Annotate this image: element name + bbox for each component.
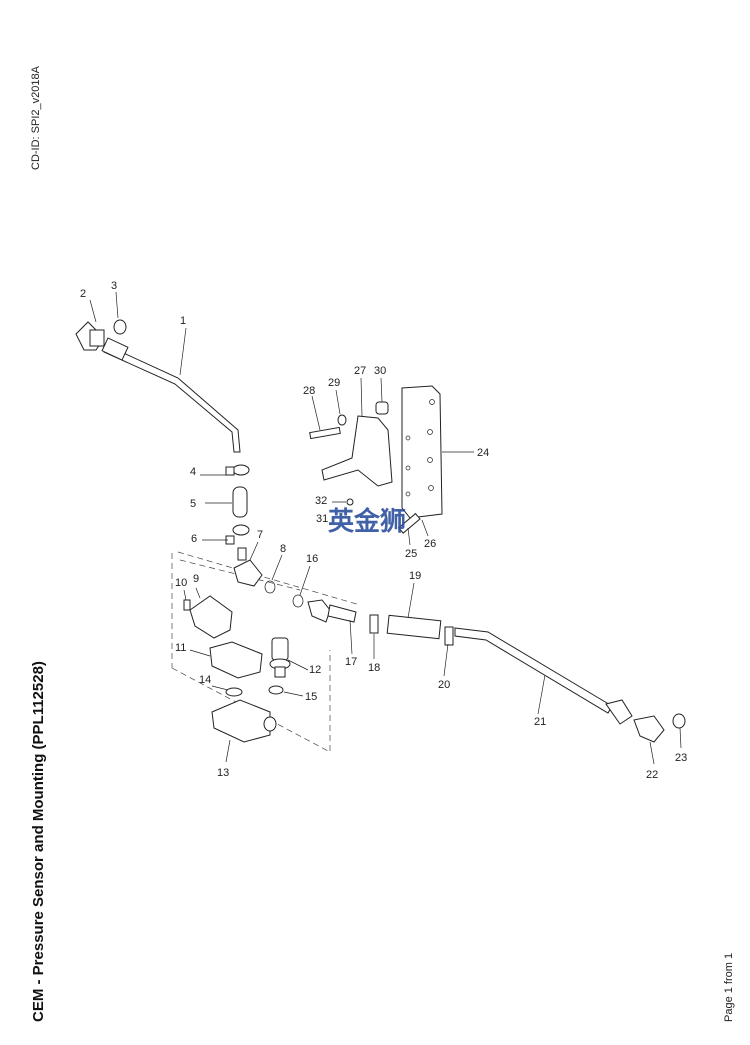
callout-4: 4 [190, 466, 196, 478]
washer-23 [672, 713, 686, 729]
bolt-28 [309, 426, 341, 440]
washer-3 [113, 319, 127, 335]
leader-lines [89, 291, 682, 765]
callout-11: 11 [175, 642, 186, 654]
callout-17: 17 [345, 656, 357, 668]
callout-24: 24 [477, 447, 489, 459]
callout-18: 18 [368, 662, 380, 674]
watermark: 英金狮 [328, 506, 406, 537]
screw-10 [183, 599, 191, 611]
callout-14: 14 [199, 674, 211, 686]
clamp-4-screw [225, 466, 235, 476]
callout-10: 10 [175, 577, 187, 589]
callout-13: 13 [217, 767, 229, 779]
spacer-30 [375, 401, 389, 415]
clip-18 [369, 614, 379, 634]
callout-21: 21 [534, 716, 546, 728]
callout-7: 7 [257, 529, 263, 541]
callout-27: 27 [354, 365, 366, 377]
callout-5: 5 [190, 498, 196, 510]
callout-1: 1 [180, 315, 186, 327]
adapter-7 [233, 547, 263, 587]
callout-8: 8 [280, 543, 286, 555]
clamp-6 [232, 524, 250, 536]
callout-28: 28 [303, 385, 315, 397]
hose-19 [386, 614, 442, 640]
callout-23: 23 [675, 752, 687, 764]
nut-21 [605, 699, 633, 725]
pressure-sensor-12 [269, 637, 291, 678]
callout-9: 9 [193, 573, 199, 585]
fitting-2 [75, 321, 105, 351]
bracket-27 [321, 415, 393, 487]
bracket-9 [189, 595, 233, 639]
clamp-4 [232, 464, 250, 476]
callout-29: 29 [328, 377, 340, 389]
o-ring-8 [264, 580, 276, 594]
screw-25 [397, 512, 421, 534]
callout-12: 12 [309, 664, 321, 676]
pipe-21 [454, 627, 613, 714]
pipe-1 [101, 337, 241, 453]
elbow-22 [633, 715, 665, 743]
plate-24 [401, 385, 443, 519]
callout-19: 19 [409, 570, 421, 582]
callout-26: 26 [424, 538, 436, 550]
washer-29 [337, 414, 347, 426]
callout-16: 16 [306, 553, 318, 565]
callout-20: 20 [438, 679, 450, 691]
washer-14 [225, 687, 243, 697]
callout-30: 30 [374, 365, 386, 377]
washer-15 [268, 685, 284, 695]
clip-20 [444, 626, 454, 646]
hose-5 [232, 486, 248, 518]
callout-25: 25 [405, 548, 417, 560]
callout-6: 6 [191, 533, 197, 545]
fitting-17 [307, 599, 357, 623]
callout-3: 3 [111, 280, 117, 292]
callout-31: 31 [316, 513, 328, 525]
mounting-block-13 [211, 699, 271, 743]
connector-11 [209, 641, 263, 679]
nut-32 [346, 498, 354, 506]
callout-32: 32 [315, 495, 327, 507]
callout-22: 22 [646, 769, 658, 781]
callout-15: 15 [305, 691, 317, 703]
callout-2: 2 [80, 288, 86, 300]
o-ring-16 [292, 594, 304, 608]
